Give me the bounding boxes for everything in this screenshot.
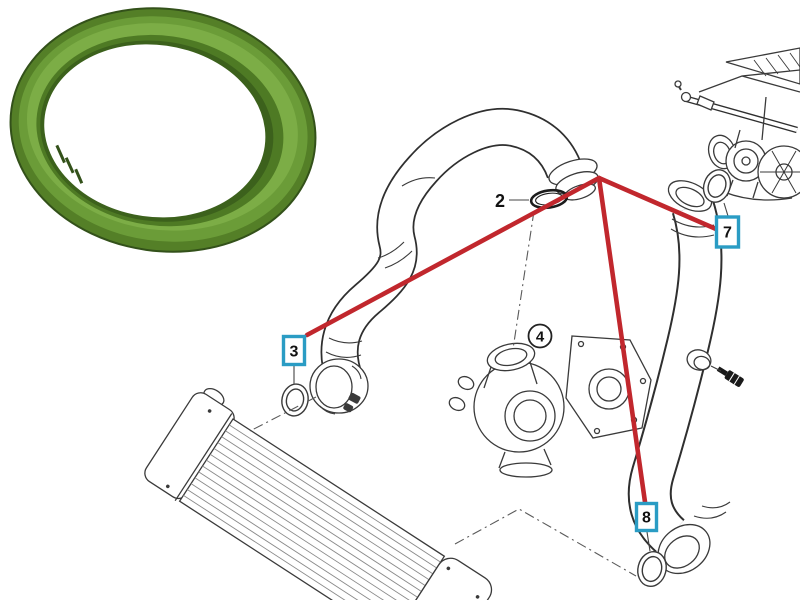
charge-pipe-top-opening	[667, 180, 715, 238]
callout-3-label: 3	[290, 344, 299, 361]
seal-mold-marks	[55, 144, 84, 184]
o-ring-8	[637, 550, 667, 588]
throttle-assembly	[674, 47, 800, 201]
intercooler	[144, 388, 493, 600]
turbo-inlet-flange	[486, 342, 536, 372]
callout-7[interactable]: 7	[714, 215, 741, 249]
sensor-boss	[686, 349, 712, 371]
hose-quick-connector	[309, 358, 369, 415]
seal-ring-photo	[9, 7, 317, 253]
highlight-lines	[304, 175, 719, 505]
highlight-line-to-7	[596, 175, 719, 232]
o-ring-3	[281, 383, 309, 417]
o-ring-7	[702, 169, 732, 203]
charge-pipe	[627, 180, 744, 575]
callout-4-circle[interactable]	[527, 323, 553, 349]
boost-sensor	[716, 366, 744, 387]
callout-3[interactable]: 3	[281, 334, 307, 367]
construction-lines	[249, 210, 637, 577]
callout-8-label: 8	[642, 510, 651, 527]
charge-air-hose	[309, 107, 599, 415]
callout-7-box[interactable]	[714, 215, 741, 249]
callouts: 2 3 4 7 8	[281, 191, 741, 552]
callout-4[interactable]: 4	[527, 323, 553, 349]
intercooler-fins	[183, 424, 441, 600]
highlight-line-to-8	[596, 175, 648, 505]
technical-drawing	[144, 47, 800, 600]
callout-2[interactable]: 2	[495, 191, 505, 211]
hose-end-collar	[548, 158, 599, 201]
callout-8-box[interactable]	[634, 501, 659, 533]
sensor-leader-line	[710, 365, 722, 372]
highlight-line-to-3	[304, 175, 602, 338]
callout-4-label: 4	[536, 329, 545, 346]
callout-8[interactable]: 8	[634, 501, 659, 533]
callout-3-box[interactable]	[281, 334, 307, 367]
callout-leader-lines	[293, 199, 729, 552]
turbocharger	[448, 335, 652, 478]
callout-7-label: 7	[723, 225, 732, 242]
charge-pipe-bottom-opening	[657, 501, 731, 575]
